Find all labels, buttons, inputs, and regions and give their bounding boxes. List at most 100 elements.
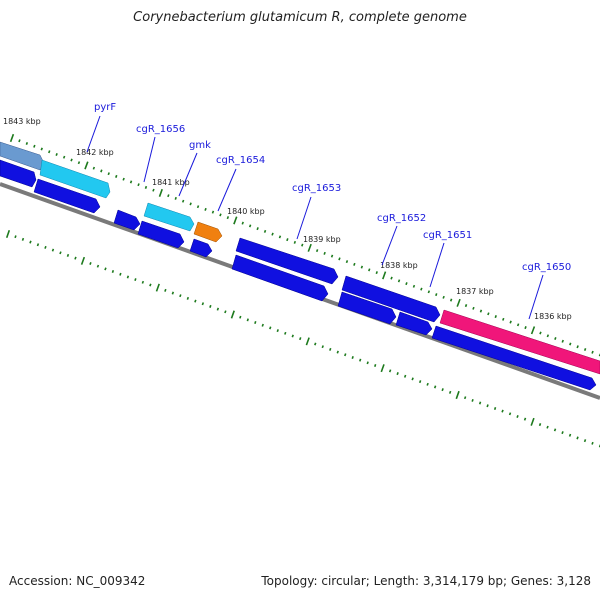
minor-tick	[25, 142, 29, 145]
minor-tick	[59, 251, 62, 255]
major-tick	[9, 133, 15, 143]
minor-tick	[412, 284, 416, 288]
minor-tick	[568, 433, 572, 437]
minor-tick	[464, 304, 468, 308]
leader-line	[296, 196, 312, 240]
minor-tick	[344, 353, 347, 357]
minor-tick	[403, 374, 407, 378]
minor-tick	[366, 361, 369, 365]
minor-tick	[248, 224, 252, 228]
minor-tick	[164, 288, 167, 292]
gene-arrow[interactable]	[395, 311, 433, 336]
major-tick	[382, 271, 387, 280]
major-tick	[305, 337, 310, 346]
minor-tick	[472, 306, 475, 310]
minor-tick	[368, 268, 371, 272]
major-tick	[455, 390, 460, 400]
gene-arrow[interactable]	[431, 325, 597, 391]
minor-tick	[329, 347, 332, 351]
minor-tick	[239, 315, 242, 319]
major-tick	[456, 298, 461, 307]
gene-label-pyrf[interactable]: pyrF	[94, 102, 116, 113]
minor-tick	[278, 235, 282, 239]
minor-tick	[171, 291, 175, 295]
gene-label-cgr-1651[interactable]: cgR_1651	[423, 230, 472, 241]
minor-tick	[211, 210, 215, 214]
leader-line	[86, 115, 101, 153]
major-tick	[230, 310, 235, 319]
minor-tick	[204, 207, 207, 211]
genome-summary-text: Topology: circular; Length: 3,314,179 bp…	[261, 574, 591, 588]
reverse-strand-genes	[0, 159, 597, 391]
minor-tick	[126, 275, 130, 279]
minor-tick	[194, 299, 197, 303]
gene-arrow-cgr-1650[interactable]	[439, 309, 600, 375]
gene-arrow[interactable]	[113, 209, 141, 231]
minor-tick	[89, 262, 92, 265]
minor-tick	[323, 251, 326, 255]
minor-tick	[62, 155, 66, 159]
minor-tick	[201, 302, 205, 306]
gene-label-leaders	[86, 115, 544, 320]
gene-arrow[interactable]	[337, 291, 397, 325]
gene-arrow-gmk[interactable]	[193, 221, 223, 243]
gene-arrow[interactable]	[33, 178, 101, 214]
minor-tick	[435, 293, 438, 297]
minor-tick	[442, 295, 445, 299]
tick-label: 1840 kbp	[227, 207, 265, 216]
minor-tick	[209, 304, 212, 308]
minor-tick	[479, 309, 483, 313]
minor-tick	[293, 240, 297, 244]
outer-tick-track	[9, 133, 600, 357]
gene-label-cgr-1656[interactable]: cgR_1656	[136, 124, 185, 135]
minor-tick	[561, 339, 564, 343]
minor-tick	[501, 409, 504, 413]
gene-label-gmk[interactable]: gmk	[189, 140, 211, 151]
minor-tick	[48, 150, 51, 154]
gene-arrow-pyrf[interactable]	[39, 159, 111, 199]
minor-tick	[51, 248, 55, 252]
minor-tick	[224, 310, 227, 314]
tick-label: 1836 kbp	[534, 312, 572, 321]
major-tick	[530, 417, 535, 426]
minor-tick	[181, 199, 185, 203]
minor-tick	[321, 345, 324, 349]
tick-label: 1838 kbp	[380, 261, 418, 270]
minor-tick	[261, 323, 264, 327]
minor-tick	[77, 161, 81, 165]
minor-tick	[226, 216, 230, 220]
minor-tick	[396, 372, 399, 376]
map-title: Corynebacterium glutamicum R, complete g…	[133, 10, 467, 25]
gene-label-cgr-1652[interactable]: cgR_1652	[377, 213, 426, 224]
minor-tick	[291, 334, 294, 338]
gene-label-cgr-1650[interactable]: cgR_1650	[522, 262, 571, 273]
gene-arrow-cgr-1653[interactable]	[235, 237, 339, 285]
major-tick	[380, 364, 385, 373]
leader-line	[528, 274, 544, 320]
minor-tick	[96, 264, 100, 268]
gene-arrow[interactable]	[231, 254, 329, 302]
minor-tick	[427, 290, 431, 294]
minor-tick	[591, 441, 594, 445]
gene-labels: pyrF cgR_1656 gmk cgR_1654 cgR_1653 cgR_…	[94, 102, 571, 273]
gene-label-cgr-1654[interactable]: cgR_1654	[216, 155, 265, 166]
minor-tick	[141, 280, 145, 284]
tick-label: 1837 kbp	[456, 287, 494, 296]
gene-arrow[interactable]	[189, 238, 213, 258]
minor-tick	[284, 331, 287, 335]
minor-tick	[420, 287, 423, 291]
minor-tick	[524, 326, 527, 330]
minor-tick	[315, 249, 319, 253]
gene-arrow[interactable]	[137, 220, 185, 249]
minor-tick	[119, 272, 122, 276]
minor-tick	[493, 406, 497, 410]
tick-label: 1841 kbp	[152, 178, 190, 187]
gene-arrow-cgr-1656[interactable]	[143, 202, 195, 232]
minor-tick	[122, 177, 125, 181]
minor-tick	[546, 334, 550, 338]
gene-arrow[interactable]	[0, 159, 37, 188]
gene-arrow-cgr-1652[interactable]	[341, 275, 441, 323]
minor-tick	[583, 348, 587, 351]
minor-tick	[66, 253, 70, 257]
gene-label-cgr-1653[interactable]: cgR_1653	[292, 183, 341, 194]
